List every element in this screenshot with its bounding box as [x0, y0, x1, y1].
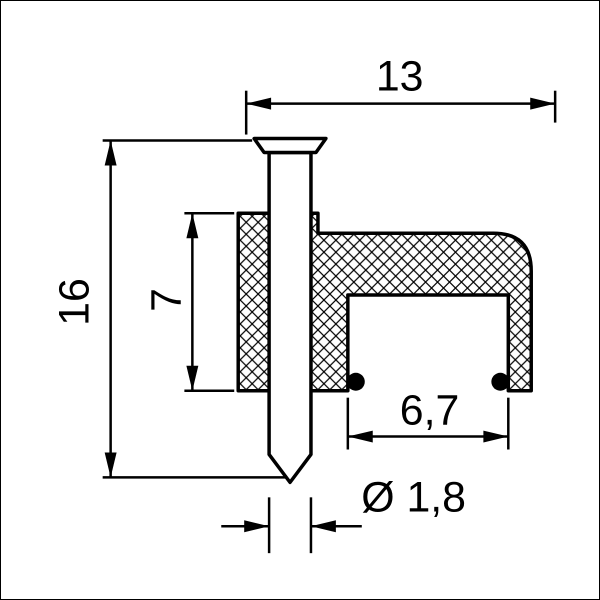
arrowhead-bottom	[186, 365, 199, 391]
nail-shaft	[267, 150, 313, 485]
label-total-height: 16	[51, 278, 99, 326]
arrowhead-right	[530, 97, 556, 110]
arrowhead-left	[347, 430, 373, 443]
arrowhead-top	[104, 140, 117, 166]
dim-total-width: 13	[244, 53, 557, 135]
arrowhead-right-pointing	[244, 520, 270, 533]
arrowhead-left-pointing	[310, 520, 336, 533]
cable-grip-foot-right	[491, 372, 510, 391]
dim-leg-height: 7	[142, 212, 235, 392]
dim-nail-diameter: Ø 1,8	[221, 473, 466, 554]
arrowhead-bottom	[104, 452, 117, 478]
label-leg-height: 7	[142, 288, 190, 312]
label-channel-width: 6,7	[400, 387, 460, 435]
cable-grip-foot-left	[346, 372, 365, 391]
arrowhead-right	[483, 430, 509, 443]
dim-total-height: 16	[51, 139, 288, 479]
arrowhead-left	[246, 97, 272, 110]
nail-head	[252, 136, 328, 155]
label-nail-diameter: Ø 1,8	[361, 473, 466, 521]
dim-channel-width: 6,7	[346, 387, 510, 450]
label-total-width: 13	[376, 53, 424, 101]
arrowhead-top	[186, 213, 199, 239]
